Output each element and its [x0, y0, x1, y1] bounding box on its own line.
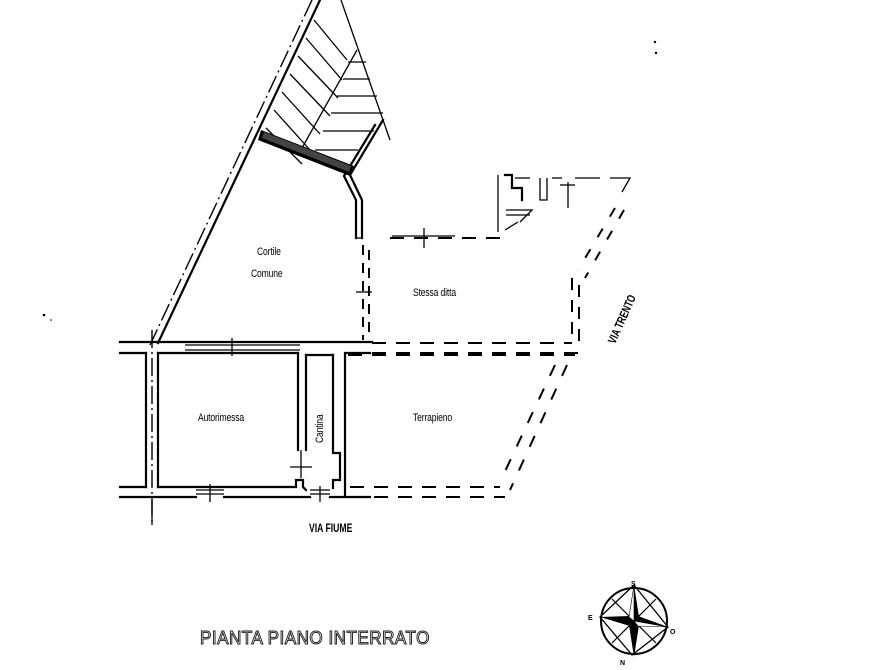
compass-label-top: S	[631, 581, 636, 588]
room-label-cortile: Cortile	[257, 246, 281, 258]
street-label-via-fiume: VIA FIUME	[309, 521, 353, 535]
room-label-stessa-ditta: Stessa ditta	[413, 287, 456, 299]
terrapieno-outline	[348, 354, 575, 498]
room-label-terrapieno: Terrapieno	[413, 412, 452, 424]
room-label-comune: Comune	[251, 268, 283, 280]
compass-label-bottom: N	[620, 660, 626, 667]
compass-rose	[599, 584, 669, 657]
drawing-title: PIANTA PIANO INTERRATO	[200, 628, 430, 649]
corridor-walls	[118, 330, 374, 525]
ramp-hatching	[258, 19, 383, 176]
room-label-cantina: Cantina	[314, 414, 326, 443]
courtyard-outline	[149, 0, 391, 346]
compass-label-left: E	[588, 615, 593, 622]
garage-and-cellar	[118, 351, 372, 525]
room-label-autorimessa: Autorimessa	[198, 412, 244, 424]
compass-label-right: O	[670, 629, 676, 636]
stessa-ditta-outline	[372, 173, 632, 354]
